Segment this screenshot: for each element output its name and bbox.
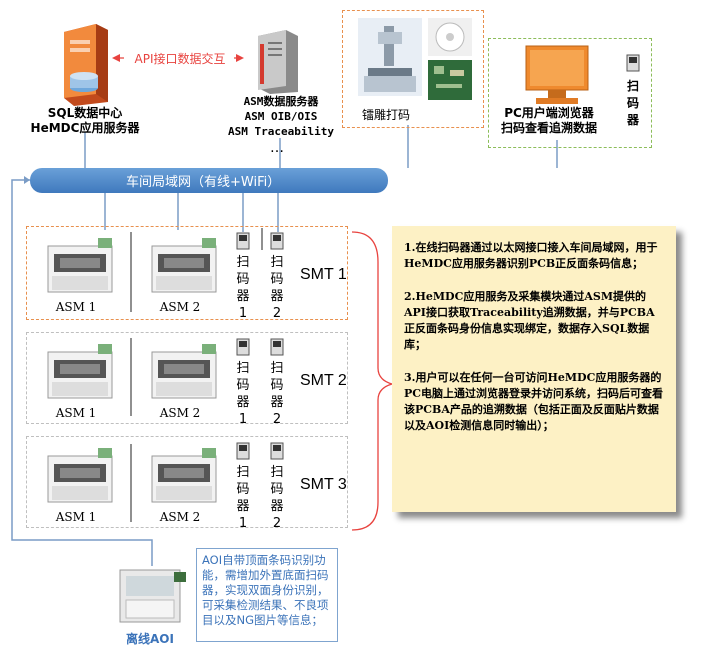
asm-machine-label: ASM 1 [55, 406, 97, 420]
smt-line-box [26, 226, 348, 320]
asm-machine-icon [146, 236, 222, 298]
pc-scanner-label: 扫 码 器 [626, 79, 639, 127]
laser-machine-icon [358, 18, 422, 96]
scanner-icon [270, 338, 284, 356]
aoi-note: AOI自带顶面条码识别功能，需增加外置底面扫码器，实现双面身份识别，可采集检测结… [196, 548, 338, 642]
scanner-icon [626, 54, 640, 72]
reel-icon [428, 18, 472, 56]
ellipsis: … [270, 140, 284, 156]
sql-server-icon [56, 22, 112, 106]
asm-machine-label: ASM 2 [159, 510, 201, 524]
scanner-icon [236, 232, 250, 250]
smt-line-label: SMT 1 [300, 266, 347, 283]
asm-machine-icon [42, 446, 118, 508]
scanner-icon [236, 338, 250, 356]
asm-machine-icon [42, 342, 118, 404]
pc-client-group [488, 38, 652, 148]
pc-monitor-icon [524, 44, 590, 106]
smt-line-box [26, 436, 348, 528]
scanner-icon [270, 232, 284, 250]
scanner-icon [270, 442, 284, 460]
asm-machine-label: ASM 2 [159, 406, 201, 420]
laser-marking-group [342, 10, 484, 128]
workshop-network-bar: 车间局域网（有线+WiFi） [30, 168, 388, 193]
notes-panel: 1.在线扫码器通过以太网接口接入车间局域网，用于HeMDC应用服务器识别PCB正… [392, 226, 676, 512]
smt-line-label: SMT 2 [300, 372, 347, 389]
asm-machine-label: ASM 1 [55, 510, 97, 524]
aoi-label: 离线AOI [126, 632, 174, 646]
scanner-icon [236, 442, 250, 460]
smt-line-label: SMT 3 [300, 476, 347, 493]
laser-label: 镭雕打码 [362, 108, 411, 122]
note-2: 2.HeMDC应用服务及采集模块通过ASM提供的API接口获取Traceabil… [404, 290, 655, 351]
pc-label: PC用户端浏览器 扫码查看追溯数据 [500, 106, 597, 135]
asm-machine-icon [146, 446, 222, 508]
asm-machine-icon [42, 236, 118, 298]
api-label: API接口数据交互 [126, 50, 234, 67]
sql-server-label: SQL数据中心 HeMDC应用服务器 [30, 106, 140, 135]
smt-line-box [26, 332, 348, 424]
note-3: 3.用户可以在任何一台可访问HeMDC应用服务器的PC电脑上通过浏览器登录并访问… [404, 371, 664, 432]
network-label: 车间局域网（有线+WiFi） [126, 175, 281, 190]
asm-machine-label: ASM 1 [55, 300, 97, 314]
asm-machine-icon [146, 342, 222, 404]
note-1: 1.在线扫码器通过以太网接口接入车间局域网，用于HeMDC应用服务器识别PCB正… [404, 241, 658, 270]
asm-server-icon [252, 30, 302, 94]
asm-machine-label: ASM 2 [159, 300, 201, 314]
aoi-machine-icon [116, 566, 188, 626]
pcb-icon [428, 60, 472, 100]
asm-server-label: ASM数据服务器 ASM OIB/OIS ASM Traceability [228, 95, 334, 138]
